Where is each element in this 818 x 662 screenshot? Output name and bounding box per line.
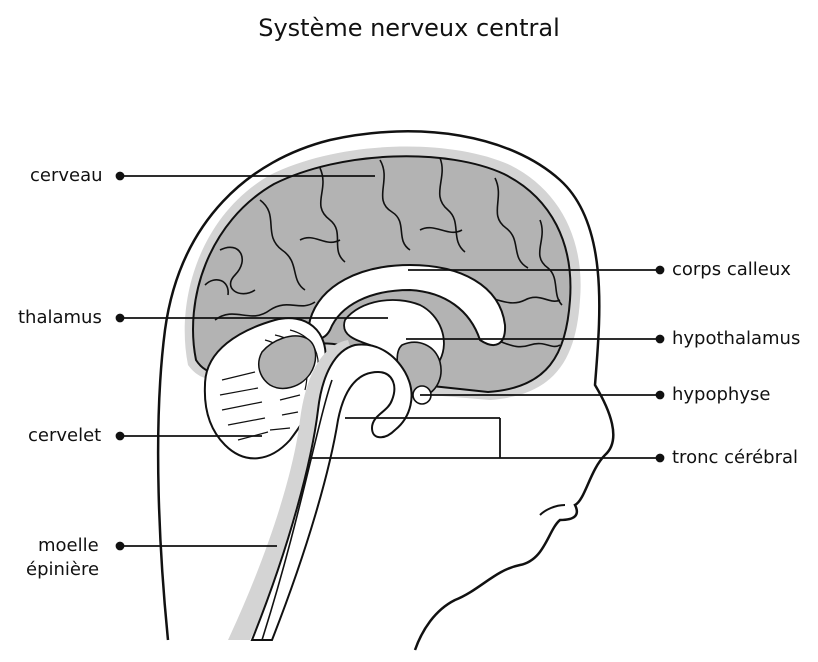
nose-detail xyxy=(540,505,565,515)
dot-thalamus xyxy=(117,315,124,322)
label-thalamus: thalamus xyxy=(18,307,102,329)
dot-cervelet xyxy=(117,433,124,440)
dot-tronc-cerebral xyxy=(657,455,664,462)
label-cervelet: cervelet xyxy=(28,425,101,447)
label-moelle-line1: moelle xyxy=(38,535,99,557)
dot-cerveau xyxy=(117,173,124,180)
dot-corps-calleux xyxy=(657,267,664,274)
label-tronc-cerebral: tronc cérébral xyxy=(672,447,798,469)
dot-hypophyse xyxy=(657,392,664,399)
dot-hypothalamus xyxy=(657,336,664,343)
label-cerveau: cerveau xyxy=(30,165,103,187)
label-hypophyse: hypophyse xyxy=(672,384,770,406)
label-corps-calleux: corps calleux xyxy=(672,259,791,281)
label-hypothalamus: hypothalamus xyxy=(672,328,800,350)
dot-moelle xyxy=(117,543,124,550)
label-moelle-line2: épinière xyxy=(26,559,99,581)
